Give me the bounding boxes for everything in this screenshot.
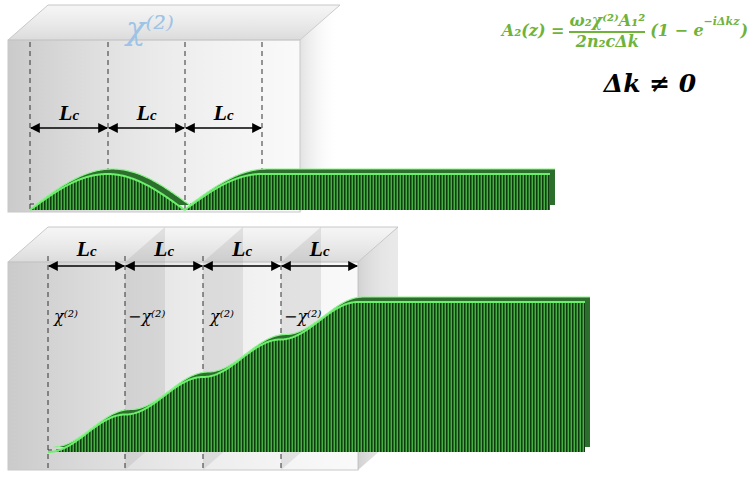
domain-label: −χ⁽²⁾	[128, 308, 165, 326]
formula-lhs: A₂(z) =	[502, 22, 565, 40]
wave-outline	[48, 302, 585, 452]
coherence-length: Lc	[136, 100, 156, 125]
length-arrow	[282, 265, 357, 266]
length-arrow	[186, 127, 261, 128]
coherence-length: Lc	[309, 236, 329, 261]
susceptibility-label: χ⁽²⁾	[126, 10, 174, 47]
domain-label: χ⁽²⁾	[54, 308, 78, 326]
mismatch-label: Δk ≠ 0	[604, 70, 696, 99]
coherence-length: Lc	[213, 100, 233, 125]
dashed-line	[30, 42, 31, 212]
coherence-length: Lc	[232, 236, 252, 261]
domain-label: −χ⁽²⁾	[284, 308, 321, 326]
wave-fill	[30, 174, 550, 210]
length-arrow	[109, 127, 184, 128]
shg-amplitude	[30, 169, 590, 452]
formula-denominator: 2n₂cΔk	[576, 33, 639, 51]
wave-fill	[48, 302, 585, 452]
formula-paren: )	[740, 22, 748, 40]
length-arrow	[126, 265, 202, 266]
wave-outline	[30, 174, 550, 210]
formula-numerator: ω₂χ⁽²⁾A₁²	[569, 12, 645, 30]
length-arrow	[204, 265, 280, 266]
dashed-line	[48, 256, 49, 470]
wave-outline	[35, 169, 555, 205]
coherence-length: Lc	[59, 100, 79, 125]
length-arrow	[49, 265, 124, 266]
domain-label: χ⁽²⁾	[210, 308, 234, 326]
coherence-length: Lc	[154, 236, 174, 261]
length-arrow	[31, 127, 107, 128]
coherence-length: Lc	[76, 236, 96, 261]
length-arrows	[31, 128, 357, 266]
formula-exponent: −iΔkz	[704, 16, 740, 29]
fraction-bar	[569, 31, 645, 33]
formula-factor: (1 − e	[650, 22, 703, 40]
dashed-line	[185, 42, 186, 212]
wave-outline	[53, 297, 590, 447]
